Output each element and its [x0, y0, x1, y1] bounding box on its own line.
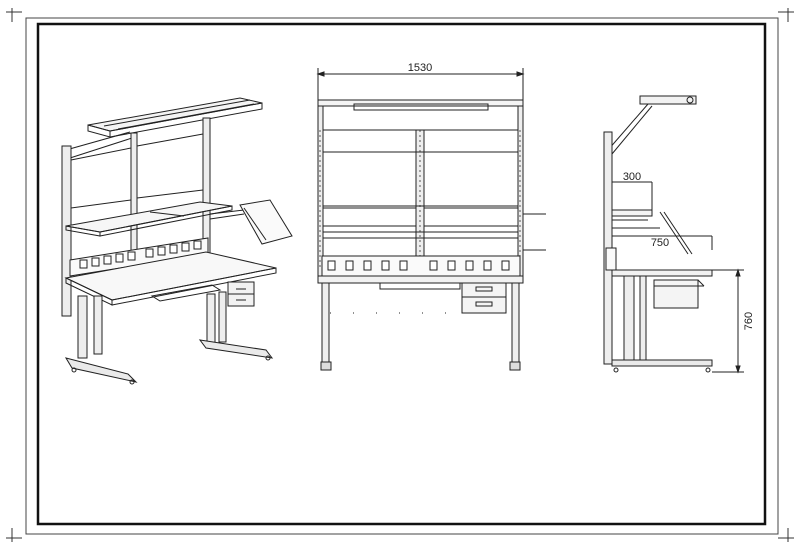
side-view: [603, 95, 744, 374]
bench-height-label: 760: [743, 312, 755, 330]
overall-width-label: 1530: [408, 62, 432, 74]
front-view: [316, 68, 546, 371]
outer-frame: [25, 17, 779, 535]
inner-frame: [36, 22, 767, 526]
shelf-depth-label: 300: [623, 171, 641, 183]
perspective-view: [61, 97, 293, 385]
corner-marks: [6, 8, 794, 542]
bench-depth-label: 750: [651, 237, 669, 249]
